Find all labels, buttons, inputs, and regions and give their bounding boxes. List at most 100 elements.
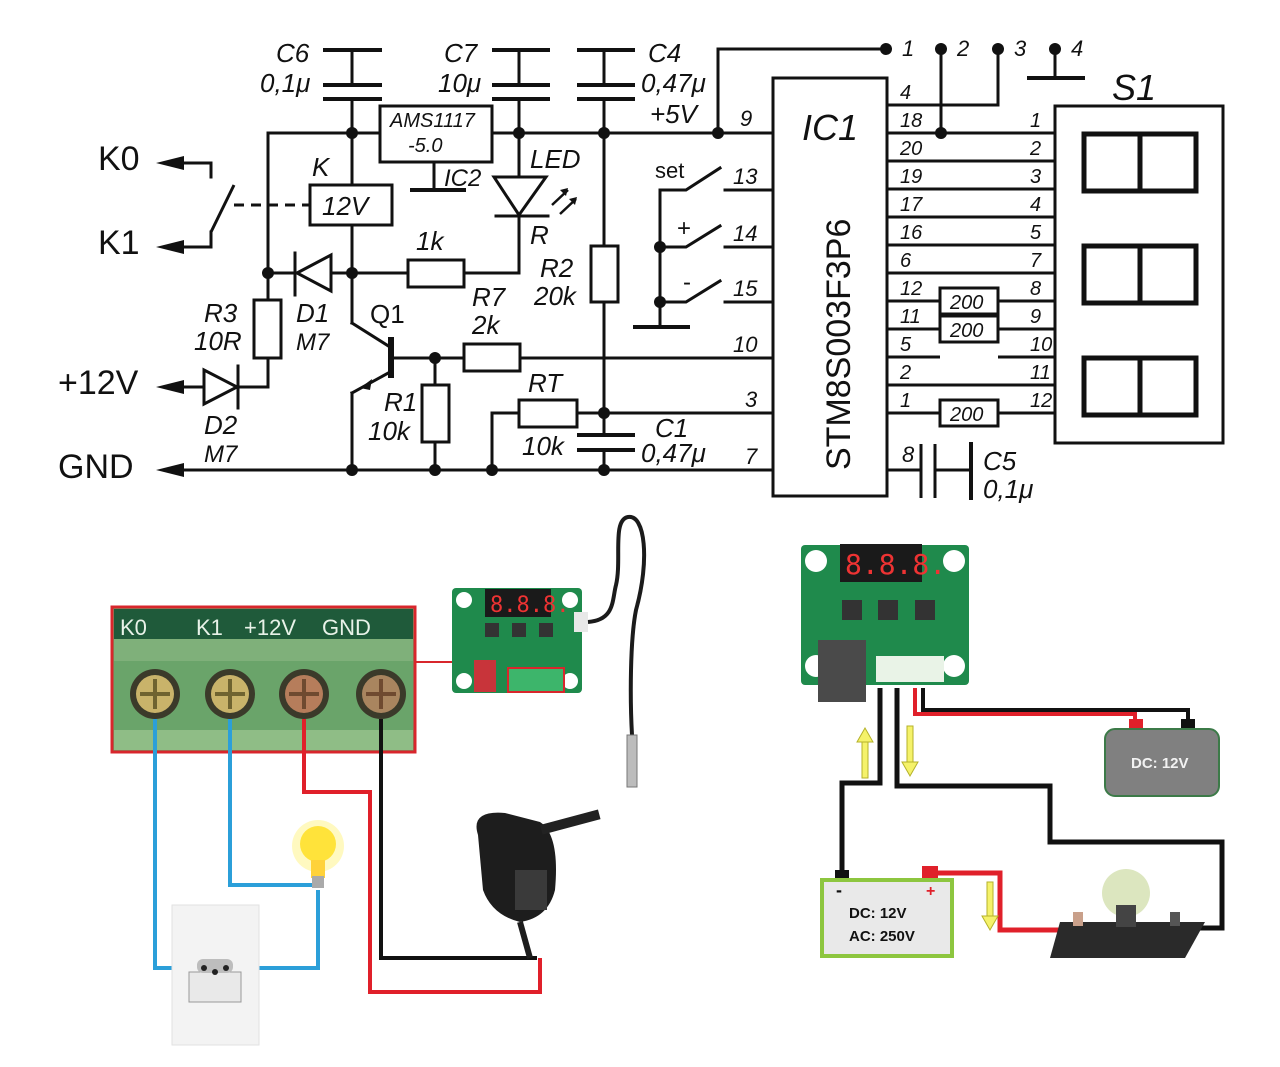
r7-value: 2k: [471, 310, 501, 340]
board-terminal: [876, 656, 944, 682]
wire-red-12v: [302, 719, 542, 994]
left-board-display: 8.8.8.: [490, 593, 569, 618]
c1-value: 0,47μ: [641, 438, 706, 468]
led-color: R: [530, 220, 549, 250]
schematic: K0 K1 +12V GND: [58, 36, 1225, 504]
capacitor-c7: C7 10μ: [438, 38, 550, 135]
junction: [346, 464, 358, 476]
rt-value: 10k: [522, 431, 566, 461]
rt-name: RT: [528, 368, 564, 398]
load-rating-box: - + DC: 12V AC: 250V: [820, 866, 954, 958]
diode-d2: D2 M7: [202, 364, 241, 468]
wiring-left: K0 K1 +12V GND 8.8.8.: [110, 514, 647, 1046]
button-minus-switch: [658, 278, 723, 304]
wire-red-supply: [913, 688, 1137, 725]
header-pin-4: 4: [1071, 36, 1083, 61]
ic1-right-pin-label: 2: [899, 362, 911, 384]
resistor-value: 200: [949, 292, 983, 314]
display-pin-label: 12: [1030, 390, 1052, 412]
c4-value: 0,47μ: [641, 68, 706, 98]
arrow-down-icon: [901, 725, 919, 778]
capacitor-c6: C6 0,1μ: [260, 38, 382, 135]
thermostat-board-left: 8.8.8.: [452, 588, 588, 693]
capacitor-c4: C4 0,47μ: [577, 38, 706, 135]
arrow-icon: [156, 240, 184, 254]
display-pin-label: 2: [1029, 138, 1041, 160]
display-digit-2: [1081, 243, 1199, 306]
relay-ref: K: [312, 152, 331, 182]
wall-outlet-icon: [171, 904, 260, 1046]
c5-name: C5: [983, 446, 1017, 476]
d1-value: M7: [296, 329, 331, 356]
supply-box-label: DC: 12V: [1131, 755, 1189, 772]
junction: [654, 296, 666, 308]
wire-black-supply: [921, 688, 1190, 725]
led: LED R: [491, 131, 581, 250]
junction: [429, 464, 441, 476]
ic1-right-pin-label: 5: [900, 334, 912, 356]
resistor-seg-c: [938, 398, 1000, 428]
ic1-right-pin-label: 19: [900, 166, 922, 188]
header-pin-3: 3: [1014, 36, 1027, 61]
board-relay: [474, 660, 496, 692]
terminal-k0-label: K0: [98, 140, 140, 178]
resistor-seg-b: [938, 314, 1000, 344]
block-label-k1: K1: [196, 615, 223, 640]
board-button-set: [485, 623, 499, 637]
c6-value: 0,1μ: [260, 68, 310, 98]
display-pin-label: 9: [1030, 306, 1041, 328]
screw-12v: [279, 669, 329, 719]
ic1-right-pin-label: 11: [900, 306, 921, 328]
resistor-value: 200: [949, 404, 983, 426]
c7-name: C7: [444, 38, 479, 68]
r1-name: R1: [384, 387, 417, 417]
resistor-r3: R3 10R: [194, 271, 283, 360]
arrow-icon: [156, 156, 184, 170]
terminal-k0: K0: [98, 140, 213, 179]
header-pin-2: 2: [956, 36, 969, 61]
r1-value: 10k: [368, 416, 412, 446]
c4-name: C4: [648, 38, 681, 68]
wire: [716, 47, 884, 135]
terminal-12v: +12V: [58, 364, 270, 402]
screw-gnd: [356, 669, 406, 719]
ic1-ref: IC1: [802, 107, 858, 148]
ic1-right-pin-label: 18: [900, 110, 922, 132]
load-minus-sign: -: [836, 880, 842, 900]
arrow-icon: [156, 463, 184, 477]
ic1-mcu: IC1 STM8S003F3P6 9 13 14 15 10 3 7: [733, 76, 889, 498]
display-pin-label: 11: [1030, 362, 1051, 384]
ic1-pin-relay: 10: [733, 332, 758, 357]
button-set-switch: [658, 165, 723, 250]
r3-value: 10R: [194, 326, 242, 356]
c5-value: 0,1μ: [983, 474, 1033, 504]
display-pin-label: 5: [1030, 222, 1042, 244]
arrow-up-icon: [856, 726, 874, 779]
light-emission-icon: [551, 188, 577, 215]
ic1-right-pin-label: 20: [899, 138, 922, 160]
terminal-12v-label: +12V: [58, 364, 139, 402]
display-pin-label: 10: [1030, 334, 1052, 356]
junction: [935, 127, 947, 139]
d2-name: D2: [204, 410, 238, 440]
junction: [486, 464, 498, 476]
lamp-with-base-icon: [1050, 869, 1205, 958]
dc-supply-box: DC: 12V: [1104, 719, 1220, 797]
r2-value: 20k: [533, 281, 578, 311]
ic1-pin-gnd: 7: [745, 444, 758, 469]
ic1-right-pins: 4182019171661211521123457891011122002002…: [887, 82, 1055, 428]
ic1-part: STM8S003F3P6: [820, 219, 858, 470]
wire-red-load: [935, 870, 1075, 933]
r7-name: R7: [472, 282, 507, 312]
display-pin-label: 7: [1030, 250, 1042, 272]
capacitor-c1: C1 0,47μ: [577, 411, 706, 472]
block-label-12v: +12V: [244, 615, 296, 640]
display-digit-1: [1081, 131, 1199, 194]
regulator-ref: IC2: [444, 165, 481, 192]
ic1-pin-cap: 8: [902, 442, 915, 467]
ic1-right-pin-label: 12: [900, 278, 922, 300]
power-adapter-icon: [476, 809, 601, 959]
button-minus-label: -: [683, 269, 691, 296]
resistor-1k: 1k: [350, 213, 521, 289]
